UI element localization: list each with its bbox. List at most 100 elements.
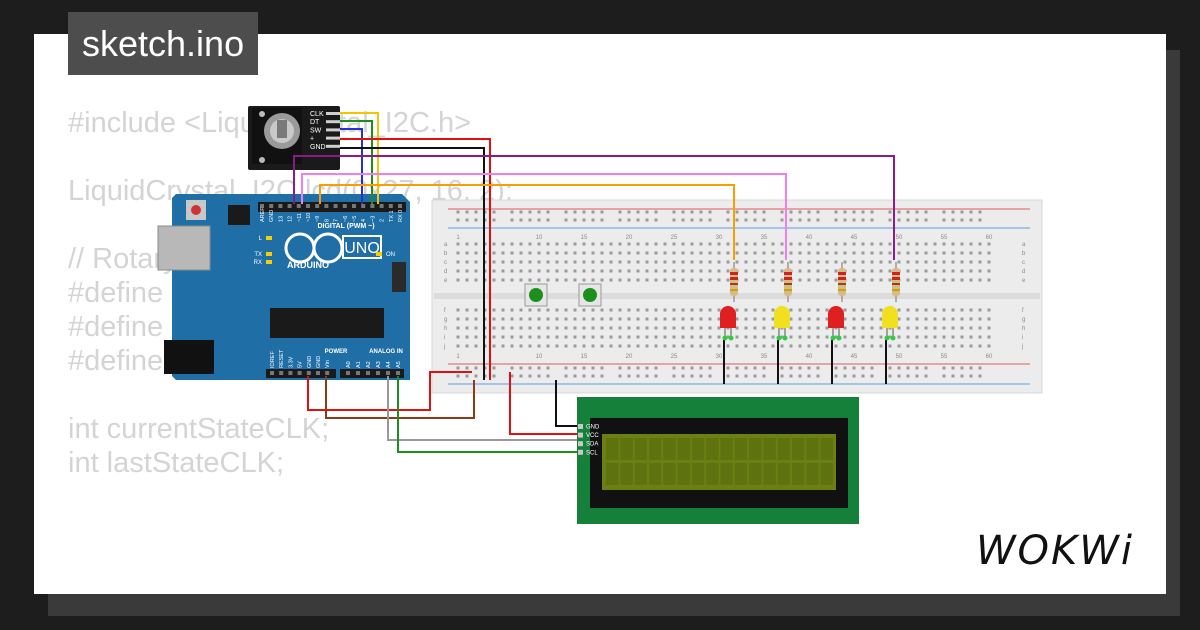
column-number: 60 [986, 235, 993, 241]
header-pin[interactable] [296, 204, 301, 208]
pin-label: GND [316, 356, 322, 368]
arduino-uno[interactable]: UNO ARDUINO DIGITAL (PWM ~) POWER ANALOG… [157, 194, 410, 380]
resistor[interactable] [838, 262, 846, 302]
resistor[interactable] [730, 262, 738, 302]
encoder-pin-label: + [310, 136, 314, 143]
pin-label: 5V [298, 361, 304, 368]
encoder-pin-label: DT [310, 119, 320, 126]
pin-label: ~6 [343, 216, 349, 222]
row-letter: a [444, 242, 448, 248]
header-pin[interactable] [324, 204, 329, 208]
encoder-pin[interactable] [326, 144, 340, 148]
header-pin[interactable] [342, 204, 347, 208]
led-yellow[interactable] [882, 306, 898, 341]
encoder-pin[interactable] [326, 136, 340, 140]
lcd-pin[interactable] [578, 424, 583, 429]
pin-label: 12 [288, 216, 294, 222]
header-pin[interactable] [333, 204, 338, 208]
header-pin[interactable] [386, 371, 390, 375]
encoder-pin[interactable] [326, 120, 340, 124]
header-pin[interactable] [288, 371, 293, 375]
column-number: 30 [716, 354, 723, 360]
analog-label: ANALOG IN [369, 349, 403, 355]
header-pin[interactable] [366, 371, 370, 375]
column-number: 40 [806, 354, 813, 360]
pin-label: A2 [366, 361, 372, 368]
header-pin[interactable] [306, 204, 310, 208]
row-letter: j [443, 344, 445, 350]
row-letter: d [1022, 269, 1025, 275]
column-number: 35 [761, 235, 768, 241]
on-label: ON [386, 252, 395, 258]
column-number: 40 [806, 235, 813, 241]
column-number: 45 [851, 235, 858, 241]
lcd-pin[interactable] [578, 441, 583, 447]
row-letter: f [1022, 308, 1024, 314]
pin-label: IOREF [270, 351, 276, 368]
column-number: 10 [536, 354, 543, 360]
encoder-pin[interactable] [326, 112, 340, 115]
pin-label: 8 [324, 219, 330, 222]
wokwi-logo: WOKWi [976, 528, 1134, 574]
header-pin[interactable] [388, 204, 393, 208]
led-yellow[interactable] [774, 306, 790, 341]
pin-label: 3.3V [288, 356, 294, 368]
led-red[interactable] [720, 306, 736, 341]
led-red[interactable] [828, 306, 844, 341]
push-button-1[interactable] [524, 283, 548, 307]
lcd-pin-label: SDA [586, 442, 598, 448]
header-pin[interactable] [269, 204, 274, 208]
column-number: 20 [626, 235, 633, 241]
header-pin[interactable] [376, 371, 380, 375]
header-pin[interactable] [297, 371, 302, 375]
header-pin[interactable] [279, 371, 284, 375]
header-pin[interactable] [370, 204, 375, 208]
header-pin[interactable] [315, 204, 320, 208]
column-number: 15 [581, 235, 588, 241]
pin-label: 13 [278, 216, 284, 222]
file-tab[interactable]: sketch.ino [68, 12, 259, 75]
header-pin[interactable] [270, 371, 274, 375]
row-letter: b [444, 251, 448, 257]
column-number: 50 [896, 235, 903, 241]
column-number: 20 [626, 354, 633, 360]
encoder-pin[interactable] [326, 128, 340, 132]
header-pin[interactable] [287, 204, 292, 208]
breadboard[interactable]: 1110101515202025253030353540404545505055… [431, 199, 1043, 394]
lcd-pin[interactable] [578, 449, 583, 455]
column-number: 50 [896, 354, 903, 360]
header-pin[interactable] [361, 204, 366, 208]
row-letter: a [1022, 242, 1026, 248]
row-letter: c [1022, 260, 1025, 266]
header-pin[interactable] [346, 371, 350, 375]
header-pin[interactable] [352, 204, 356, 208]
push-button-2[interactable] [578, 283, 602, 307]
row-letter: b [1022, 251, 1026, 257]
pin-label: A4 [386, 361, 392, 368]
header-pin[interactable] [316, 371, 320, 375]
led-rx-label: RX [254, 260, 262, 266]
header-pin[interactable] [398, 204, 402, 208]
header-pin[interactable] [278, 204, 283, 208]
header-pin[interactable] [306, 371, 311, 375]
resistor[interactable] [784, 262, 792, 302]
column-number: 55 [941, 354, 948, 360]
pin-label: A3 [376, 361, 382, 368]
lcd-pin-label: GND [586, 425, 600, 431]
header-pin[interactable] [356, 371, 360, 375]
header-pin[interactable] [379, 204, 384, 208]
header-pin[interactable] [396, 371, 400, 375]
pin-label: ~9 [315, 216, 321, 222]
row-letter: j [1021, 344, 1023, 350]
resistor[interactable] [892, 262, 900, 302]
pin-label: GND [307, 356, 313, 368]
arduino-model: UNO [344, 240, 380, 257]
header-pin[interactable] [260, 204, 264, 208]
lcd-pin[interactable] [578, 432, 583, 438]
header-pin[interactable] [325, 371, 330, 375]
row-letter: h [1022, 326, 1025, 332]
column-number: 60 [986, 354, 993, 360]
